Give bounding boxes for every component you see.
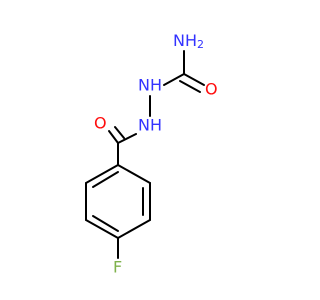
atom-nh-mid: NH [138, 116, 162, 135]
ring-bond-1 [117, 164, 151, 184]
atom-nh-top: NH [138, 76, 162, 95]
bond-c-o-urea-1 [183, 73, 205, 86]
bond-c-nh-top [163, 73, 185, 86]
ring-inner-3 [92, 171, 119, 188]
bond-nh-mid-c [117, 133, 137, 144]
atom-nh2: NH2 [173, 31, 204, 52]
bond-amide-co-1 [108, 130, 119, 144]
atom-o-urea: O [205, 80, 218, 99]
atom-f: F [113, 258, 122, 277]
bond-amide-co-2 [114, 126, 125, 139]
atom-o-amide: O [94, 114, 107, 133]
ring-bond-3 [117, 219, 151, 239]
ring-inner-2 [92, 215, 119, 232]
bond-c-o-urea-2 [179, 80, 201, 93]
atom-labels: NH2 O NH NH O F [94, 31, 218, 277]
ring-bond-4 [85, 219, 119, 239]
ring-bond-6 [85, 164, 119, 184]
molecule-structure: NH2 O NH NH O F [85, 31, 218, 277]
bonds [85, 50, 205, 259]
